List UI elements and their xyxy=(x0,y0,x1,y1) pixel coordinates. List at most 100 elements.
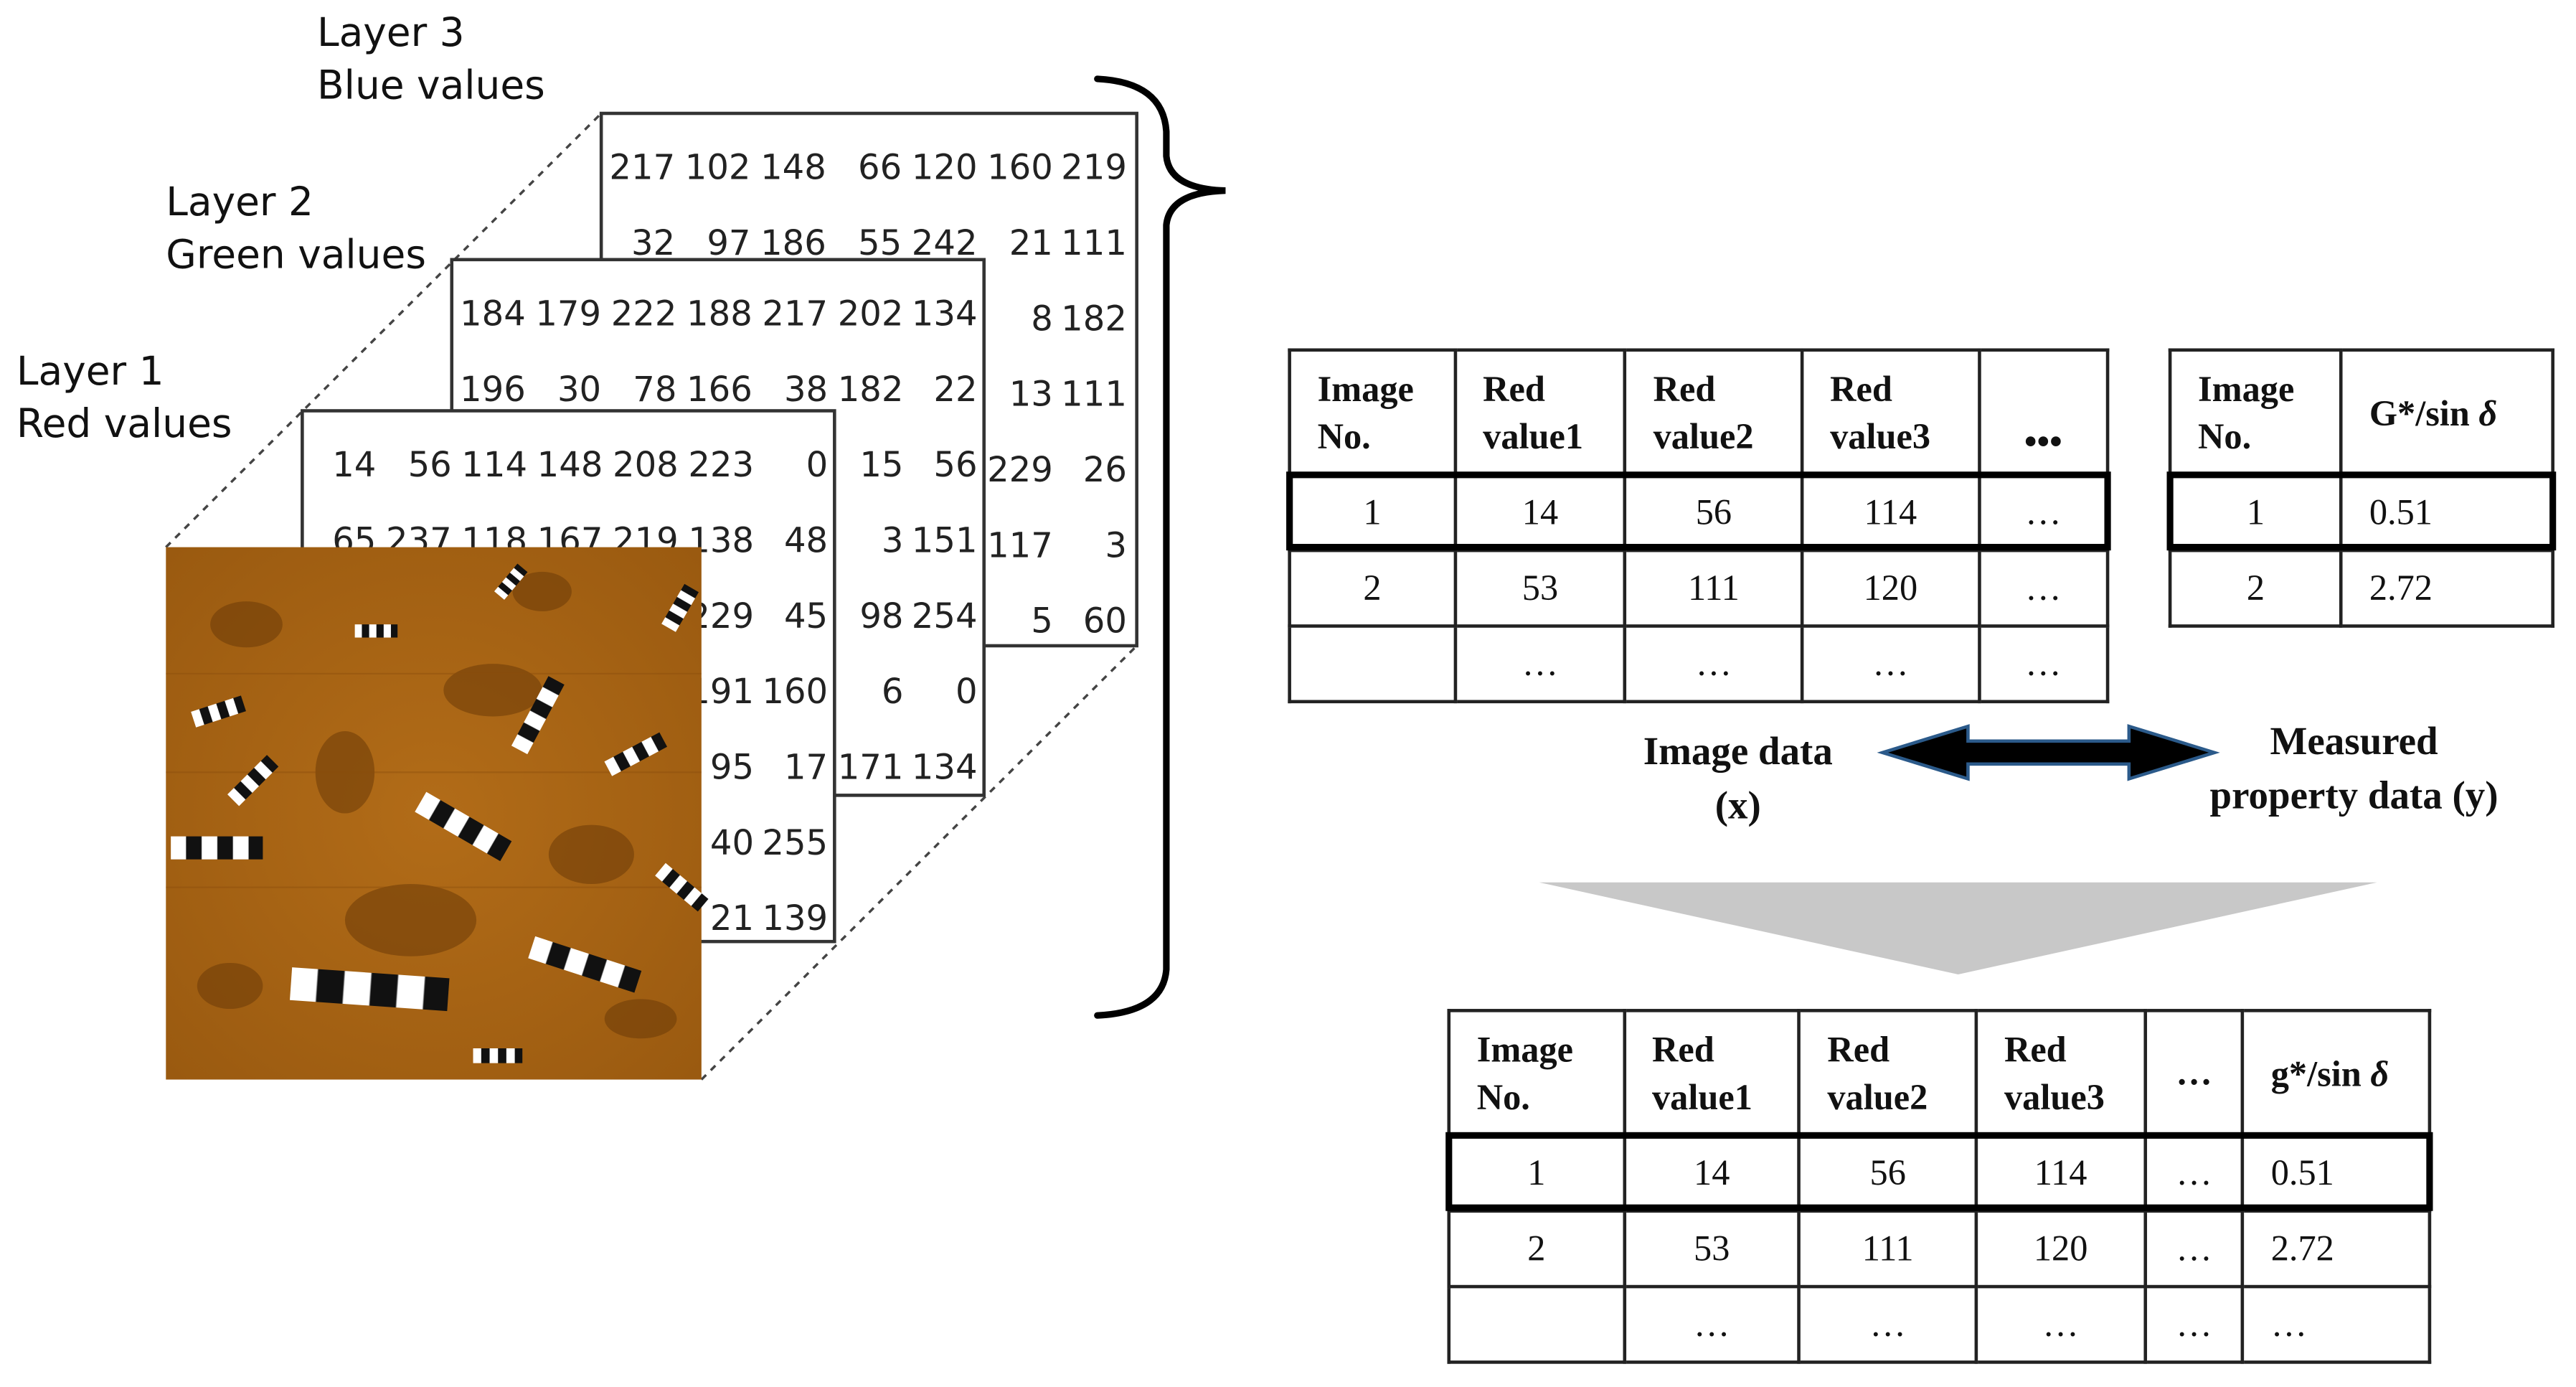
green-value-cell: 56 xyxy=(933,445,977,485)
red-value-cell: 255 xyxy=(762,823,828,863)
green-value-cell: 184 xyxy=(460,293,526,334)
red-value-cell: 48 xyxy=(784,520,828,560)
blue-value-cell: 148 xyxy=(760,148,826,188)
layer1-label: Layer 1 Red values xyxy=(16,345,232,451)
layer2-label: Layer 2 Green values xyxy=(166,176,426,281)
green-value-cell: 196 xyxy=(460,370,526,410)
blue-value-cell: 111 xyxy=(1061,223,1127,263)
green-value-cell: 98 xyxy=(859,596,903,636)
green-value-cell: 166 xyxy=(687,370,752,410)
blue-value-cell: 102 xyxy=(685,148,751,188)
merge-funnel-arrow xyxy=(1539,882,2377,974)
red-value-cell: 139 xyxy=(762,898,828,939)
image-data-label: Image data(x) xyxy=(1643,731,1833,829)
red-value-cell: 114 xyxy=(461,445,527,485)
header-g-sin-delta: G*/sin δ xyxy=(2339,348,2554,477)
blue-value-cell: 32 xyxy=(631,223,675,263)
green-value-cell: 38 xyxy=(784,370,828,410)
green-value-cell: 254 xyxy=(912,596,978,636)
blue-value-cell: 117 xyxy=(987,525,1053,565)
red-value-cell: 0 xyxy=(806,445,829,485)
layer3-subtitle: Blue values xyxy=(316,62,545,109)
green-value-cell: 179 xyxy=(535,293,601,334)
layer2-title: Layer 2 xyxy=(166,179,313,225)
double-headed-arrow xyxy=(1877,724,2220,781)
blue-value-cell: 111 xyxy=(1061,375,1127,415)
green-value-cell: 222 xyxy=(611,293,677,334)
blue-value-cell: 55 xyxy=(858,223,902,263)
green-value-cell: 202 xyxy=(838,293,904,334)
green-value-cell: 171 xyxy=(838,747,904,787)
layer3-label: Layer 3 Blue values xyxy=(317,6,545,112)
blue-value-cell: 3 xyxy=(1105,525,1127,565)
layer1-subtitle: Red values xyxy=(16,400,232,447)
red-value-cell: 21 xyxy=(710,898,754,939)
right-curly-brace xyxy=(1094,75,1226,1019)
blue-value-cell: 229 xyxy=(987,450,1053,490)
red-value-cell: 95 xyxy=(710,747,754,787)
green-value-cell: 15 xyxy=(859,445,903,485)
green-value-cell: 151 xyxy=(912,520,978,560)
blue-value-cell: 120 xyxy=(912,148,978,188)
blue-value-cell: 186 xyxy=(760,223,826,263)
red-value-cell: 160 xyxy=(762,672,828,712)
red-value-cell: 45 xyxy=(784,596,828,636)
green-value-cell: 30 xyxy=(557,370,601,410)
green-value-cell: 22 xyxy=(933,370,977,410)
green-value-cell: 78 xyxy=(633,370,676,410)
layer3-title: Layer 3 xyxy=(316,9,465,56)
red-value-cell: 148 xyxy=(537,445,603,485)
green-value-cell: 134 xyxy=(912,293,978,334)
layer2-subtitle: Green values xyxy=(166,231,426,278)
blue-value-cell: 60 xyxy=(1083,601,1127,641)
red-value-cell: 14 xyxy=(332,445,376,485)
blue-value-cell: 66 xyxy=(858,148,902,188)
blue-value-cell: 242 xyxy=(912,223,978,263)
blue-value-cell: 21 xyxy=(1009,223,1053,263)
table-row: ………… xyxy=(1288,624,2110,704)
blue-value-cell: 5 xyxy=(1031,601,1053,641)
red-value-cell: 208 xyxy=(613,445,679,485)
blue-value-cell: 219 xyxy=(1061,148,1127,188)
red-value-cell: 40 xyxy=(710,823,754,863)
blue-value-cell: 13 xyxy=(1009,375,1053,415)
green-value-cell: 134 xyxy=(912,747,978,787)
blue-value-cell: 160 xyxy=(987,148,1053,188)
afm-phase-image xyxy=(166,547,709,1080)
blue-value-cell: 217 xyxy=(609,148,675,188)
blue-value-cell: 182 xyxy=(1061,298,1127,339)
green-value-cell: 188 xyxy=(687,293,752,334)
red-value-cell: 17 xyxy=(784,747,828,787)
green-value-cell: 0 xyxy=(956,672,978,712)
blue-value-cell: 97 xyxy=(707,223,750,263)
red-value-cell: 56 xyxy=(408,445,452,485)
green-value-cell: 3 xyxy=(882,520,904,560)
blue-value-cell: 26 xyxy=(1083,450,1127,490)
green-value-cell: 6 xyxy=(882,672,904,712)
layer1-title: Layer 1 xyxy=(16,348,164,395)
table-row: …………… xyxy=(1447,1284,2432,1364)
header-ellipsis: … xyxy=(2143,1009,2245,1137)
